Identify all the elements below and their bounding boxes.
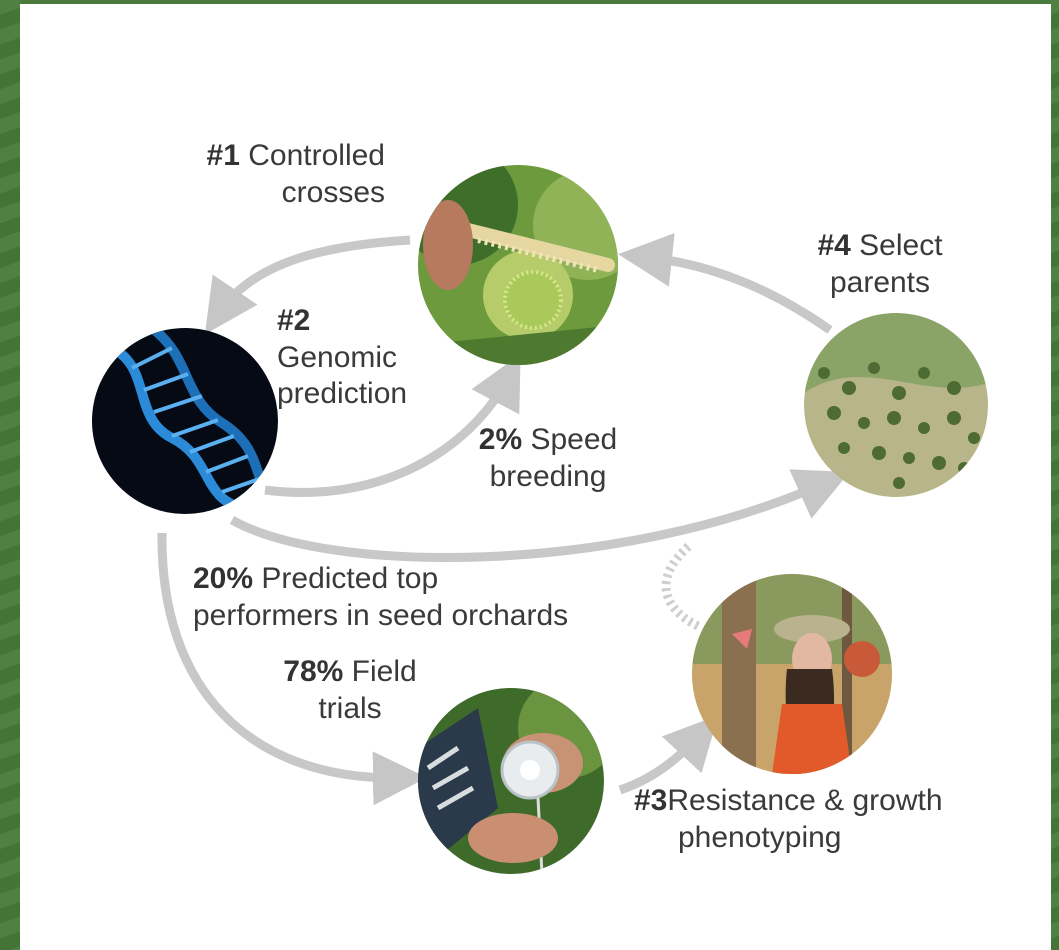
step2-label: #2 Genomic prediction [277,303,477,413]
step3-number: #3 [634,784,668,817]
step3-line1: Resistance & growth [667,784,943,817]
arrow-parents-to-crosses [618,233,833,334]
seed-orchards-pct: 20% [193,562,254,595]
step2-line1: Genomic [277,340,398,374]
seed-orchards-line1: Predicted top [261,562,439,595]
step3-label: #3Resistance & growth phenotyping [634,783,1034,856]
parents-photo [804,313,988,497]
step4-number: #4 [817,229,851,262]
step1-line1: Controlled [248,139,385,172]
field-trials-photo [418,688,604,874]
step4-line1: Select [859,229,943,262]
arrow-crosses-to-prediction [204,235,411,335]
arrow-field-to-phenotyping [618,715,719,795]
field-trials-pct: 78% [283,655,344,688]
field-trials-label: 78% Field trials [250,654,450,727]
speed-breeding-label: 2% Speed breeding [448,422,648,495]
field-trials-line1: Field [351,655,417,688]
step3-line2: phenotyping [678,820,842,854]
step2-line2: prediction [277,377,408,411]
crosses-photo [418,165,618,365]
dashed-link-phenotyping [661,541,701,631]
step2-number: #2 [277,304,311,337]
frame-top-border [0,0,1059,4]
seed-orchards-label: 20% Predicted top performers in seed orc… [193,561,663,634]
speed-breeding-line1: Speed [530,423,618,456]
dna-image [92,328,278,514]
arrow-speed-breeding [264,354,521,497]
step1-label: #1 Controlled crosses [140,138,385,211]
speed-breeding-pct: 2% [478,423,523,456]
speed-breeding-line2: breeding [489,459,607,493]
arrow-field-trials [157,532,427,806]
step4-line2: parents [829,265,931,299]
step1-line2: crosses [281,175,385,209]
frame-right-border [1051,0,1059,950]
seed-orchards-line2: performers in seed orchards [193,598,569,632]
phenotyping-photo [692,574,892,774]
frame-left-border [0,0,20,950]
arrow-seed-orchards [229,469,850,562]
step1-number: #1 [206,139,240,172]
step4-label: #4 Select parents [780,228,980,301]
field-trials-line2: trials [318,691,382,725]
